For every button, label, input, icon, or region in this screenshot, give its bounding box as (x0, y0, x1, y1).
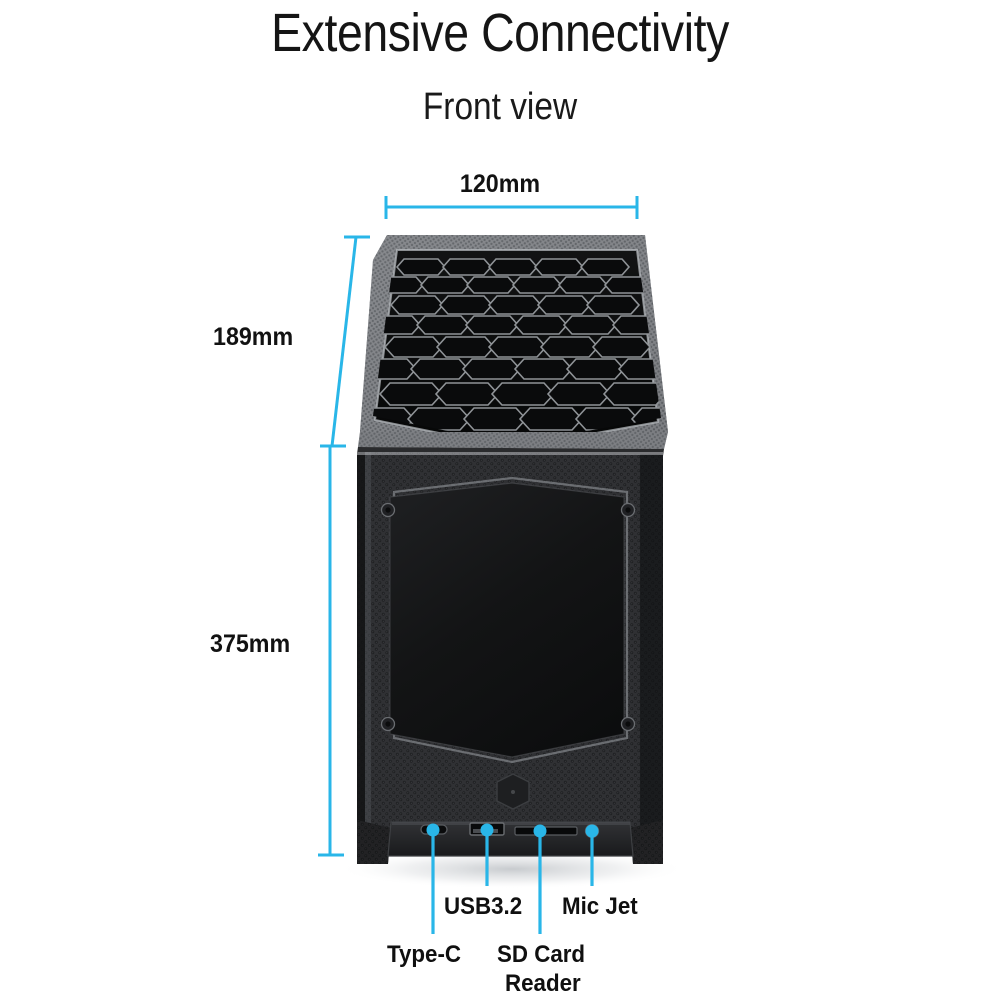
dimension-height-label: 189mm (213, 323, 294, 351)
front-hex-plate (380, 476, 636, 764)
dim-width-line (384, 196, 639, 219)
foot-left (357, 820, 391, 864)
foot-right (630, 820, 663, 864)
dim-depth-line (318, 446, 344, 857)
view-subtitle: Front view (422, 86, 578, 128)
case-top-panel (357, 235, 668, 456)
port-sd-card-reader (514, 826, 578, 836)
port-usb32 (469, 822, 505, 836)
page-title: Extensive Connectivity (271, 3, 729, 63)
ground-shadow (337, 849, 687, 889)
port-mic-jet (584, 823, 600, 839)
dim-height-line (320, 235, 370, 448)
plate-screws (380, 502, 636, 732)
port-label-sd-card-line1: SD Card (497, 941, 586, 968)
dimension-width-label: 120mm (459, 170, 541, 198)
port-type-c (420, 824, 448, 835)
port-label-type-c: Type-C (387, 941, 461, 968)
port-label-sd-card-line2: Reader (505, 970, 581, 997)
io-strip (357, 820, 663, 864)
port-label-usb32: USB3.2 (444, 893, 523, 920)
port-leader-dots (426, 823, 599, 838)
port-label-mic-jet: Mic Jet (562, 893, 638, 920)
case-front-body (357, 452, 663, 843)
top-honeycomb-mesh (373, 258, 661, 431)
power-button[interactable] (496, 773, 530, 810)
dimension-depth-label: 375mm (210, 630, 291, 658)
